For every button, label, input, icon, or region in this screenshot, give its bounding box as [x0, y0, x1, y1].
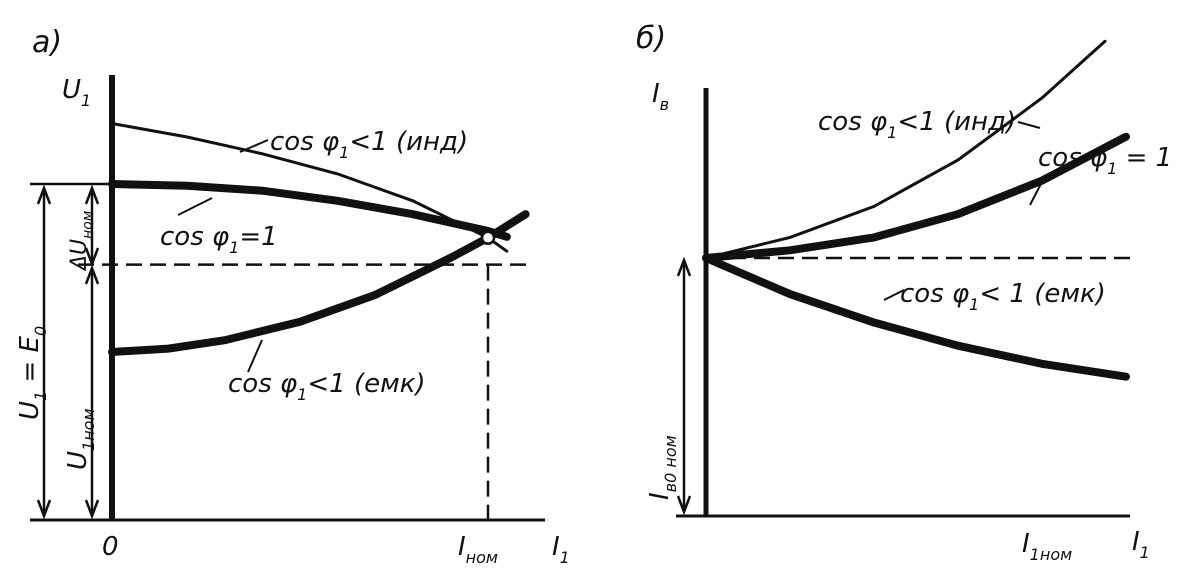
panel-b-series-ind [704, 39, 1107, 260]
panel-a-leader-ind [239, 139, 269, 153]
panel-a-u1nom-label: U1ном [63, 408, 98, 470]
panel-a-label-unity: cos φ1=1 [160, 222, 278, 257]
panel-b-leader-cap [883, 289, 905, 301]
panel-a: а) [15, 25, 570, 567]
panel-b-iv0-label: Iв0 ном [645, 435, 680, 500]
panel-a-inom-label: Iном [458, 532, 498, 567]
panel-a-u1-e0-arrow [36, 184, 52, 520]
panel-b: б) Iв I1 I1ном Iв0 ном cos φ1<1 (инд) co… [636, 21, 1172, 564]
panel-a-delta-u-arrow [84, 184, 100, 268]
panel-b-series-cap [702, 254, 1130, 381]
panel-a-intersection-point [480, 230, 496, 246]
panel-a-label-ind: cos φ1<1 (инд) [270, 127, 468, 162]
panel-b-letter: б) [636, 21, 666, 56]
panel-b-i1nom-label: I1ном [1022, 529, 1072, 564]
panel-b-x-label: I1 [1132, 527, 1150, 562]
panel-b-leader-unity [1029, 175, 1046, 206]
panel-b-series-unity [702, 132, 1130, 262]
panel-b-y-label: Iв [652, 79, 669, 114]
panel-a-label-cap: cos φ1<1 (емк) [228, 369, 426, 404]
panel-a-u1-e0-label: U1 = E0 [15, 326, 50, 420]
panel-a-delta-u-label: ΔUном [67, 210, 96, 272]
panel-a-x-label: I1 [552, 532, 570, 567]
panel-a-leader-cap [247, 339, 263, 373]
panel-b-label-ind: cos φ1<1 (инд) [818, 107, 1016, 142]
panel-a-origin-label: 0 [102, 532, 119, 562]
panel-a-leader-unity [177, 197, 213, 216]
panel-b-label-cap: cos φ1< 1 (емк) [900, 279, 1106, 314]
panel-b-leader-ind [1017, 121, 1041, 129]
panel-b-label-unity: cos φ1 = 1 [1038, 143, 1172, 178]
panel-a-letter: а) [32, 25, 62, 60]
panel-a-u1nom-arrow [84, 264, 100, 520]
panel-a-y-label: U1 [62, 75, 91, 110]
panel-b-iv0-arrow [676, 256, 692, 516]
